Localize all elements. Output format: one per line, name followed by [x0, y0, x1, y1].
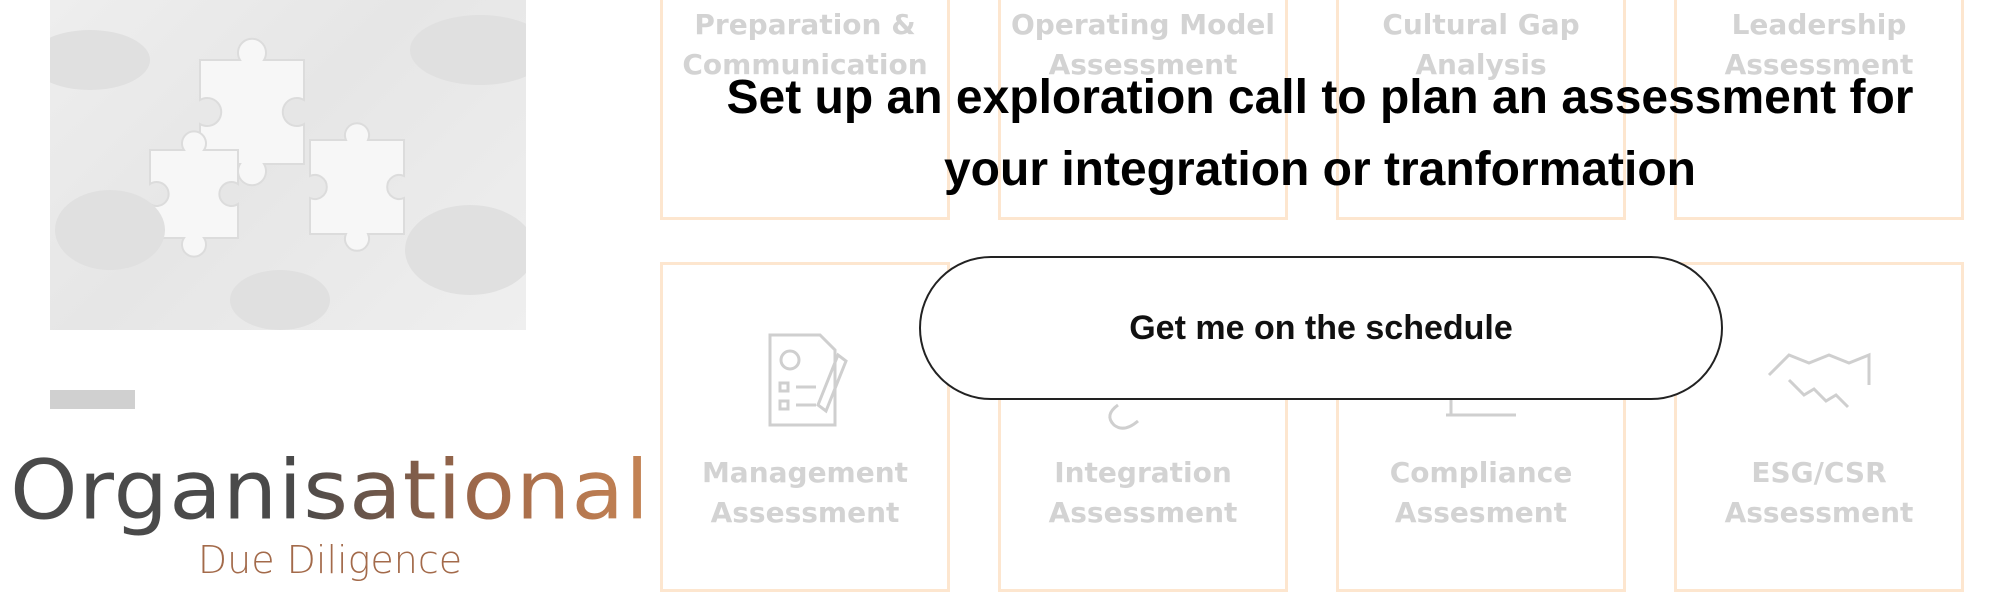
- card-label: Leadership Assessment: [1724, 8, 1914, 81]
- card-label: Management Assessment: [701, 456, 909, 529]
- puzzle-hands-photo: [50, 0, 526, 330]
- link-icon: [1001, 345, 1285, 440]
- checklist-gear-icon: [663, 325, 947, 440]
- brand-divider-bar: [50, 390, 135, 409]
- brand-title: Organisational: [9, 443, 651, 539]
- card-leadership[interactable]: Leadership Assessment: [1674, 0, 1964, 220]
- card-label: Integration Assessment: [1048, 456, 1238, 529]
- card-label: Compliance Assesment: [1389, 456, 1573, 529]
- monitor-icon: [1339, 345, 1623, 440]
- schedule-button[interactable]: Get me on the schedule: [919, 256, 1723, 400]
- card-esg-csr[interactable]: ESG/CSR Assessment: [1674, 262, 1964, 592]
- card-operating-model[interactable]: Operating Model Assessment: [998, 0, 1288, 220]
- brand-subtitle: Due Diligence: [197, 538, 463, 582]
- card-preparation-communication[interactable]: Preparation & Communication: [660, 0, 950, 220]
- handshake-icon: [1677, 335, 1961, 430]
- card-cultural-gap[interactable]: Cultural Gap Analysis: [1336, 0, 1626, 220]
- card-label: Operating Model Assessment: [1011, 8, 1275, 81]
- card-label: Cultural Gap Analysis: [1382, 8, 1580, 81]
- card-label: ESG/CSR Assessment: [1724, 456, 1914, 529]
- brand-logo: Organisational Due Diligence: [0, 448, 660, 582]
- headline-line-1: Set up an exploration call to plan an as…: [726, 71, 1914, 124]
- schedule-button-label: Get me on the schedule: [1129, 309, 1513, 347]
- card-management[interactable]: Management Assessment: [660, 262, 950, 592]
- cta-headline: Set up an exploration call to plan an as…: [690, 62, 1950, 206]
- headline-line-2: your integration or tranformation: [943, 143, 1696, 196]
- card-label: Preparation & Communication: [682, 8, 928, 81]
